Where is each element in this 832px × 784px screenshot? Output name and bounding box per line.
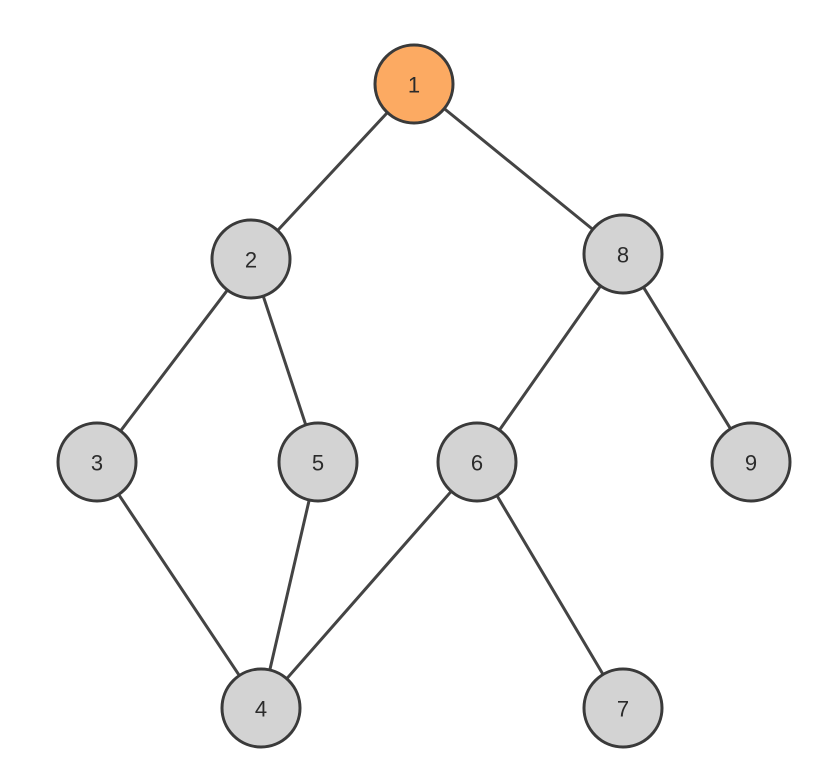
node-label-9: 9 <box>745 451 757 476</box>
node-circle-3 <box>56 421 138 503</box>
node-5: 5 <box>277 421 359 503</box>
edge-2-3 <box>119 288 229 433</box>
node-1: 1 <box>373 43 455 125</box>
node-2: 2 <box>210 218 292 300</box>
edge-3-4 <box>117 492 241 678</box>
edge-2-5 <box>261 294 308 427</box>
edge-5-4 <box>268 498 311 672</box>
node-label-7: 7 <box>617 697 629 722</box>
node-9: 9 <box>710 421 792 503</box>
node-8: 8 <box>582 213 664 295</box>
edge-6-4 <box>285 489 453 681</box>
node-label-1: 1 <box>408 73 420 98</box>
node-3: 3 <box>56 421 138 503</box>
node-circle-5 <box>277 421 359 503</box>
nodes-layer: 1 2 8 3 5 6 9 4 7 <box>56 43 792 749</box>
node-circle-9 <box>710 421 792 503</box>
node-label-8: 8 <box>617 243 629 268</box>
node-label-2: 2 <box>245 248 257 273</box>
node-circle-1 <box>373 43 455 125</box>
node-4: 4 <box>220 667 302 749</box>
node-circle-8 <box>582 213 664 295</box>
node-circle-7 <box>582 667 664 749</box>
edges-layer <box>117 107 733 681</box>
edge-1-8 <box>442 107 595 231</box>
node-7: 7 <box>582 667 664 749</box>
edge-6-7 <box>495 494 605 676</box>
node-6: 6 <box>436 421 518 503</box>
node-circle-2 <box>210 218 292 300</box>
edge-1-2 <box>276 111 389 232</box>
node-label-6: 6 <box>471 451 483 476</box>
node-label-4: 4 <box>255 697 267 722</box>
edge-8-9 <box>641 285 733 431</box>
node-label-3: 3 <box>91 451 103 476</box>
node-circle-6 <box>436 421 518 503</box>
node-circle-4 <box>220 667 302 749</box>
node-label-5: 5 <box>312 451 324 476</box>
edge-8-6 <box>497 284 603 432</box>
